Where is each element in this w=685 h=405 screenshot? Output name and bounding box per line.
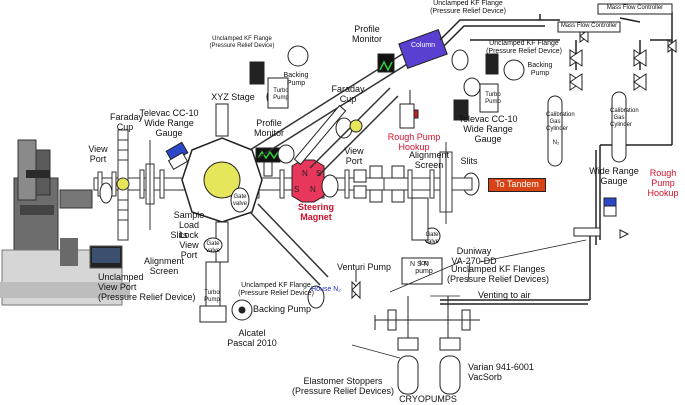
right-valves xyxy=(569,29,677,91)
svg-text:S: S xyxy=(316,169,321,178)
label-elastomer: Elastomer Stoppers(Pressure Relief Devic… xyxy=(291,376,395,396)
gate-valves xyxy=(99,49,481,309)
label-mass-flow-2: Mass Flow Controller xyxy=(560,23,618,29)
svg-text:S: S xyxy=(294,185,299,194)
label-xyz-stage: XYZ Stage xyxy=(211,92,255,102)
label-unclamped-kf-top-right: Unclamped KF Flange(Pressure Relief Devi… xyxy=(430,0,506,15)
column-chamber xyxy=(377,28,448,73)
svg-text:N S N: N S N xyxy=(410,261,429,268)
svg-text:N: N xyxy=(310,185,316,194)
label-unclamped-kf-flanges: Unclamped KF Flanges(Pressure Relief Dev… xyxy=(446,264,550,284)
wide-range-gauge-right xyxy=(573,197,630,239)
mass-flow-controllers xyxy=(557,3,673,33)
to-tandem-tag: To Tandem xyxy=(488,178,546,192)
microscope-photo xyxy=(0,139,130,306)
label-n2: N₂ xyxy=(552,140,560,146)
slits-right xyxy=(439,142,473,224)
faraday-cup-center xyxy=(293,104,363,166)
label-venturi-pump: Venturi Pump xyxy=(336,262,392,272)
label-column: Column xyxy=(410,42,436,49)
backing-pump-top xyxy=(249,45,525,129)
slits-left xyxy=(145,140,155,230)
label-unclamped-kf-left: Unclamped KF Flange(Pressure Relief Devi… xyxy=(238,282,314,297)
label-unclamped-kf-right: Unclamped KF Flange(Pressure Relief Devi… xyxy=(486,40,562,55)
label-cryopumps: CRYOPUMPS xyxy=(399,394,457,404)
label-mass-flow-1: Mass Flow Controller xyxy=(606,5,664,11)
label-unclamped-kf-top: Unclamped KF Flange(Pressure Relief Devi… xyxy=(209,36,275,49)
svg-text:N: N xyxy=(302,169,308,178)
ion-pump: N S N xyxy=(401,197,443,285)
turbo-pump-bottom xyxy=(199,261,253,323)
label-house-n2: House N₂ xyxy=(311,286,341,293)
label-backing-pump-left: Backing Pump xyxy=(252,304,312,314)
label-slits-right: Slits xyxy=(460,156,478,166)
steering-magnet: N N S S xyxy=(291,159,325,203)
faraday-cup-left xyxy=(116,129,130,241)
televac-gauge-left xyxy=(165,141,189,171)
quadrupole-magnets xyxy=(353,165,405,203)
label-slits-left: Slits xyxy=(170,230,188,240)
gas-cylinders xyxy=(547,91,627,167)
label-venting: Venting to air xyxy=(478,290,531,300)
venturi-pump xyxy=(351,270,361,300)
cryopumps xyxy=(374,296,480,395)
